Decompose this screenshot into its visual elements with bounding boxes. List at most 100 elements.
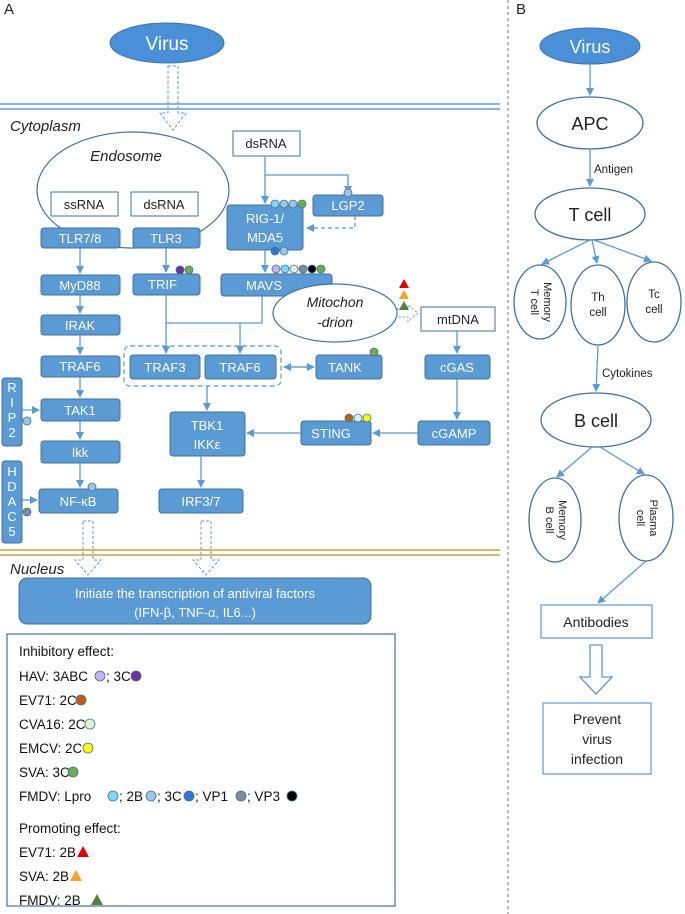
sting-box: STING <box>300 420 372 446</box>
svg-text:MAVS: MAVS <box>246 278 282 293</box>
legend-ev71-2b: EV71: 2B <box>19 845 76 860</box>
svg-text:cell: cell <box>645 304 662 316</box>
panel-b-arrows <box>541 64 652 604</box>
myd88-box: MyD88 <box>40 274 121 296</box>
antibodies-box: Antibodies <box>540 604 653 639</box>
protein-markers <box>22 188 409 517</box>
irf37-box: IRF3/7 <box>158 488 244 514</box>
pathway-arrows <box>22 156 461 504</box>
tc-cell-ellipse: Tc cell <box>626 261 682 343</box>
legend-sva: SVA: 3C <box>19 765 70 780</box>
virus-b-ellipse: Virus <box>539 27 641 65</box>
th-cell-ellipse: Th cell <box>570 264 626 346</box>
svg-text:B cell: B cell <box>574 411 618 431</box>
svg-text:TRIF: TRIF <box>148 277 177 292</box>
svg-text:RIG-1/: RIG-1/ <box>246 211 285 226</box>
memory-t-cell-ellipse: MemoryT cell <box>513 264 567 340</box>
legend-cva16: CVA16: 2C <box>19 717 86 732</box>
inhibitory-title: Inhibitory effect: <box>19 644 114 659</box>
nucleus-label: Nucleus <box>10 561 65 578</box>
svg-text:; 3C: ; 3C <box>157 789 182 804</box>
svg-text:Virus: Virus <box>570 37 611 57</box>
svg-text:Antibodies: Antibodies <box>563 614 628 630</box>
nfkb-nucleus-arrow <box>73 520 103 576</box>
cytoplasm-label: Cytoplasm <box>10 118 81 135</box>
tak1-box: TAK1 <box>40 398 121 422</box>
svg-text:APC: APC <box>571 114 608 134</box>
svg-text:NF-κB: NF-κB <box>60 494 97 509</box>
endosome-ellipse <box>36 131 230 249</box>
svg-text:Plasmacell: Plasmacell <box>634 500 659 538</box>
antigen-label: Antigen <box>594 164 633 176</box>
legend-hav: HAV: 3ABC <box>19 669 88 684</box>
ssrna-box: ssRNA <box>50 191 119 217</box>
svg-text:cGAS: cGAS <box>440 360 474 375</box>
svg-text:TBK1: TBK1 <box>191 418 224 433</box>
tlr3-box: TLR3 <box>132 227 201 249</box>
svg-text:IRAK: IRAK <box>65 318 96 333</box>
svg-text:TRAF6: TRAF6 <box>59 359 100 374</box>
svg-text:TRAF6: TRAF6 <box>219 360 260 375</box>
svg-text:Ikk: Ikk <box>72 445 89 460</box>
tank-box: TANK <box>315 354 383 380</box>
nfkb-box: NF-κB <box>38 488 119 514</box>
svg-text:; VP3: ; VP3 <box>247 789 280 804</box>
apc-ellipse: APC <box>536 96 644 150</box>
promoting-title: Promoting effect: <box>19 821 121 836</box>
svg-text:MemoryB cell: MemoryB cell <box>543 500 568 540</box>
dsrna-endosome-box: dsRNA <box>130 191 199 217</box>
svg-text:TLR7/8: TLR7/8 <box>59 231 102 246</box>
dsrna-box: dsRNA <box>232 130 301 157</box>
svg-text:TLR3: TLR3 <box>150 231 182 246</box>
svg-text:dsRNA: dsRNA <box>143 197 185 212</box>
virus-entry-arrow <box>158 65 188 131</box>
panel-a-label: A <box>4 1 14 18</box>
svg-text:MyD88: MyD88 <box>59 278 100 293</box>
legend-ev71: EV71: 2C <box>19 693 77 708</box>
tlr78-box: TLR7/8 <box>40 227 121 249</box>
svg-text:; 2B: ; 2B <box>119 789 143 804</box>
lgp2-box: LGP2 <box>312 194 384 217</box>
mitochondrion-label-2: -drion <box>317 314 353 330</box>
ikk-box: Ikk <box>40 440 121 464</box>
legend-fmdv: FMDV: Lpro <box>19 789 91 804</box>
panel-b-label: B <box>516 1 526 18</box>
trif-box: TRIF <box>132 273 201 296</box>
svg-text:MDA5: MDA5 <box>247 230 283 245</box>
svg-text:STING: STING <box>311 426 351 441</box>
svg-text:cell: cell <box>589 307 606 319</box>
svg-text:TAK1: TAK1 <box>64 403 96 418</box>
svg-text:MemoryT cell: MemoryT cell <box>528 282 553 322</box>
traf3-box: TRAF3 <box>129 354 201 380</box>
irak-box: IRAK <box>40 314 121 336</box>
transcription-box: Initiate the transcription of antiviral … <box>18 577 372 625</box>
rigi-mda5-box: RIG-1/MDA5 <box>226 204 304 251</box>
svg-text:LGP2: LGP2 <box>331 198 364 213</box>
svg-text:cGAMP: cGAMP <box>432 426 477 441</box>
mtdna-release-arrow <box>396 303 419 323</box>
traf-dashed-group <box>123 345 282 387</box>
traf6-left-box: TRAF6 <box>40 355 121 378</box>
endosome-label: Endosome <box>90 148 162 165</box>
legend-emcv: EMCV: 2C <box>19 741 83 756</box>
svg-text:infection: infection <box>571 751 623 767</box>
svg-text:TANK: TANK <box>328 360 362 375</box>
traf6-mid-box: TRAF6 <box>204 354 277 380</box>
svg-text:ssRNA: ssRNA <box>64 197 105 212</box>
svg-text:TRAF3: TRAF3 <box>144 360 185 375</box>
cytokines-label: Cytokines <box>602 368 653 380</box>
irf-nucleus-arrow <box>191 520 221 576</box>
memory-b-cell-ellipse: MemoryB cell <box>528 477 582 563</box>
svg-text:Tc: Tc <box>648 289 660 301</box>
svg-text:IRF3/7: IRF3/7 <box>181 494 220 509</box>
tcell-ellipse: T cell <box>534 187 646 241</box>
legend-hav-3c: ; 3C <box>106 669 131 684</box>
legend-fmdv-2b: FMDV: 2B <box>19 893 81 908</box>
prevent-infection-box: Prevent virus infection <box>542 702 652 775</box>
